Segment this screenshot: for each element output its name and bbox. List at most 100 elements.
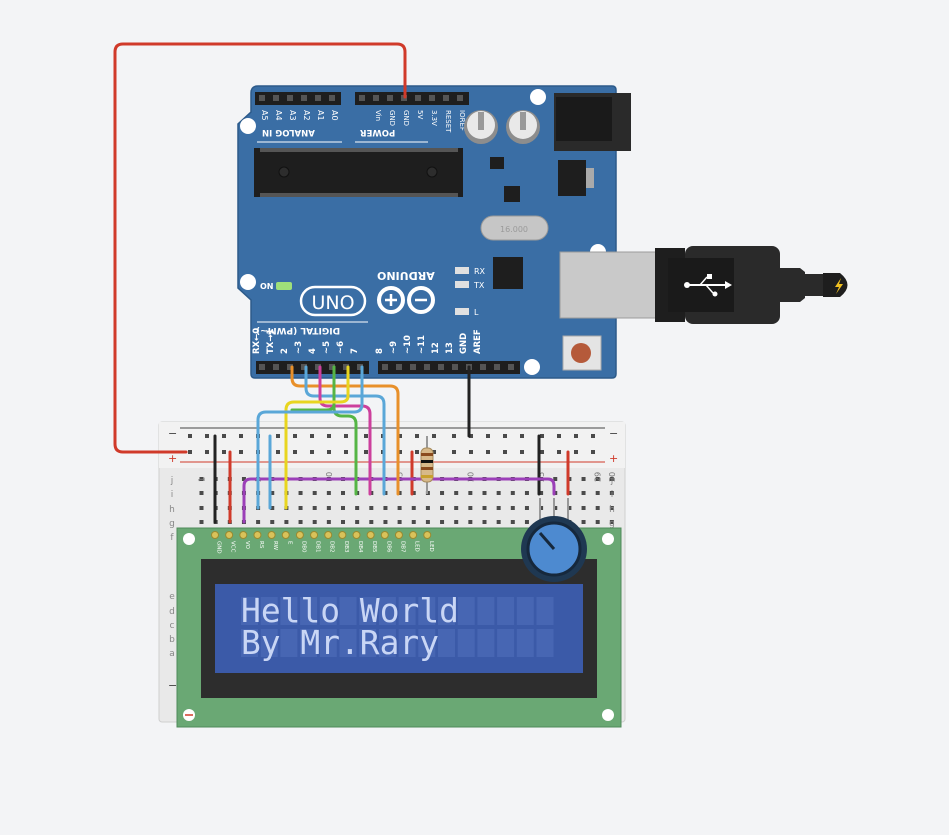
header-pin[interactable] [343, 364, 349, 370]
terminal-hole[interactable] [256, 520, 261, 524]
rail-hole[interactable] [432, 450, 436, 454]
header-pin[interactable] [259, 95, 265, 101]
rail-hole[interactable] [469, 450, 473, 454]
header-pin[interactable] [357, 364, 363, 370]
lcd-pin-pad[interactable] [295, 531, 304, 539]
rail-hole[interactable] [574, 450, 578, 454]
rail-hole[interactable] [344, 450, 348, 454]
header-pin[interactable] [415, 95, 421, 101]
wire-d6-yellow[interactable] [284, 365, 350, 510]
terminal-hole[interactable] [524, 520, 529, 524]
terminal-hole[interactable] [369, 506, 374, 510]
rail-hole[interactable] [205, 434, 209, 438]
header-pin[interactable] [373, 95, 379, 101]
header-pin[interactable] [457, 95, 463, 101]
header-pin[interactable] [315, 364, 321, 370]
terminal-hole[interactable] [468, 491, 473, 495]
rail-hole[interactable] [557, 434, 561, 438]
header-pin[interactable] [494, 364, 500, 370]
header-pin[interactable] [443, 95, 449, 101]
wire-d3-blue[interactable] [304, 365, 386, 496]
rail-hole[interactable] [310, 450, 314, 454]
terminal-hole[interactable] [581, 491, 586, 495]
terminal-hole[interactable] [341, 506, 345, 510]
header-pin[interactable] [508, 364, 514, 370]
rail-hole[interactable] [469, 434, 473, 438]
terminal-hole[interactable] [454, 506, 459, 510]
rail-hole[interactable] [364, 434, 368, 438]
terminal-hole[interactable] [510, 491, 515, 495]
header-pin[interactable] [359, 95, 365, 101]
terminal-hole[interactable] [270, 491, 275, 495]
terminal-hole[interactable] [496, 491, 501, 495]
rail-hole[interactable] [520, 434, 524, 438]
terminal-hole[interactable] [581, 477, 586, 481]
rail-hole[interactable] [276, 450, 280, 454]
terminal-hole[interactable] [355, 506, 360, 510]
rail-hole[interactable] [327, 450, 331, 454]
header-pin[interactable] [287, 95, 293, 101]
rail-hole[interactable] [293, 450, 297, 454]
terminal-hole[interactable] [397, 506, 402, 510]
terminal-hole[interactable] [510, 520, 515, 524]
lcd-pin-pad[interactable] [366, 531, 375, 539]
header-pin[interactable] [259, 364, 265, 370]
terminal-hole[interactable] [425, 520, 430, 524]
terminal-hole[interactable] [609, 520, 614, 524]
header-pin[interactable] [301, 95, 307, 101]
rail-hole[interactable] [239, 450, 243, 454]
terminal-hole[interactable] [595, 491, 600, 495]
terminal-hole[interactable] [581, 520, 586, 524]
rail-hole[interactable] [452, 434, 456, 438]
header-pin[interactable] [315, 95, 321, 101]
rail-hole[interactable] [452, 450, 456, 454]
terminal-hole[interactable] [609, 477, 614, 481]
terminal-hole[interactable] [609, 491, 614, 495]
rail-hole[interactable] [591, 450, 595, 454]
lcd-pin-pad[interactable] [409, 531, 418, 539]
terminal-hole[interactable] [567, 506, 572, 510]
rail-hole[interactable] [557, 450, 561, 454]
rail-hole[interactable] [591, 434, 595, 438]
terminal-hole[interactable] [411, 506, 416, 510]
rail-hole[interactable] [415, 434, 419, 438]
terminal-hole[interactable] [397, 520, 402, 524]
rail-hole[interactable] [222, 450, 226, 454]
lcd-pin-pad[interactable] [239, 531, 248, 539]
lcd-pin-pad[interactable] [253, 531, 262, 539]
rail-hole[interactable] [520, 450, 524, 454]
rail-hole[interactable] [486, 450, 490, 454]
terminal-hole[interactable] [411, 491, 416, 495]
terminal-hole[interactable] [383, 506, 388, 510]
terminal-hole[interactable] [524, 506, 529, 510]
terminal-hole[interactable] [539, 506, 544, 510]
terminal-hole[interactable] [199, 506, 204, 510]
terminal-hole[interactable] [312, 506, 317, 510]
rail-hole[interactable] [415, 450, 419, 454]
rail-hole[interactable] [327, 434, 331, 438]
terminal-hole[interactable] [270, 506, 275, 510]
header-pin[interactable] [424, 364, 430, 370]
terminal-hole[interactable] [312, 491, 317, 495]
lcd-pin-pad[interactable] [352, 531, 361, 539]
rail-hole[interactable] [293, 434, 297, 438]
terminal-hole[interactable] [553, 506, 558, 510]
terminal-hole[interactable] [383, 520, 388, 524]
resistor[interactable] [420, 436, 434, 494]
lcd-pin-pad[interactable] [394, 531, 403, 539]
terminal-hole[interactable] [468, 506, 473, 510]
terminal-hole[interactable] [496, 520, 501, 524]
rail-hole[interactable] [398, 434, 402, 438]
header-pin[interactable] [452, 364, 458, 370]
wire-5v-red[interactable] [113, 42, 407, 454]
potentiometer[interactable] [521, 498, 587, 582]
header-pin[interactable] [273, 95, 279, 101]
rail-hole[interactable] [344, 434, 348, 438]
terminal-hole[interactable] [199, 520, 204, 524]
terminal-hole[interactable] [199, 477, 204, 481]
terminal-hole[interactable] [326, 520, 331, 524]
terminal-hole[interactable] [341, 520, 345, 524]
terminal-hole[interactable] [341, 491, 345, 495]
rail-hole[interactable] [188, 434, 192, 438]
